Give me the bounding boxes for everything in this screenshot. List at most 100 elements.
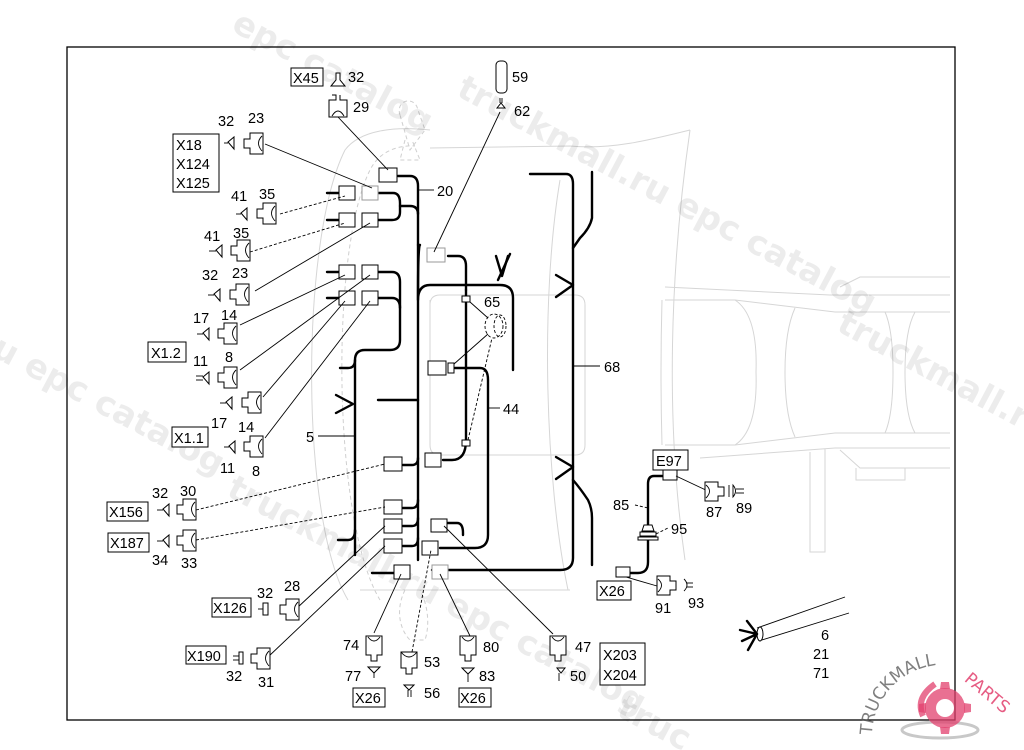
terminal-17-mid [220,395,233,411]
terminal-56 [402,684,416,697]
housing-14-a [217,322,238,345]
terminal-93 [683,578,693,592]
corrugated-tube [738,596,850,652]
callout: 14 [238,420,254,436]
callout: 53 [424,655,440,671]
callout: 8 [252,464,260,480]
housing-23-c [229,283,250,306]
svg-text:u epc catalog: u epc catalog [0,328,232,484]
housing-33 [176,529,197,552]
drawing-frame [66,46,956,721]
callout: 32 [348,70,364,86]
terminal-41-b [209,243,223,259]
callout: 31 [258,675,274,691]
callout: 21 [813,647,829,663]
callout: 8 [225,350,233,366]
housing-35-b [230,239,251,262]
terminal-32-x126 [258,602,269,616]
callout: 32 [218,114,234,130]
callout: 6 [821,628,829,644]
callout: 33 [181,556,197,572]
truckmall-parts-logo: TRUCKMALL PARTS [857,650,1013,740]
callout: 50 [570,669,586,685]
callout: 44 [503,402,519,418]
callout: 87 [706,505,722,521]
callout: 32 [257,586,273,602]
code-x204: X204 [603,668,637,684]
callout: 35 [259,187,275,203]
housing-17-mid [241,391,262,414]
callout: 32 [202,268,218,284]
callout: 35 [233,226,249,242]
code-x45: X45 [293,71,319,87]
housing-14-b [243,435,264,458]
gear-icon [917,681,971,734]
code-x26-c: X26 [599,584,625,600]
callout: 41 [204,229,220,245]
callout: 34 [152,553,168,569]
callout: 74 [343,638,359,654]
code-x18: X18 [176,138,202,154]
code-x1-1: X1.1 [174,431,204,447]
callout: 71 [813,666,829,682]
callout: 23 [232,266,248,282]
callout: 65 [484,295,500,311]
terminal-11-b [224,439,236,455]
callout: 32 [152,486,168,502]
callout: 62 [514,104,530,120]
code-x126: X126 [213,601,247,617]
housing-91 [656,575,677,596]
connector-codes: X45 X18 X124 X125 X1.2 X1.1 X156 X187 X1… [106,67,689,708]
code-x190: X190 [187,649,221,665]
code-x187: X187 [110,536,144,552]
callout: 30 [180,484,196,500]
callout: 59 [512,70,528,86]
callout: 77 [345,669,361,685]
callout: 23 [248,111,264,127]
code-x156: X156 [109,505,143,521]
svg-text:truc: truc [611,688,698,750]
housing-80 [459,635,477,662]
callout: 89 [736,501,752,517]
callout: 14 [221,308,237,324]
part-59 [495,60,508,94]
callout: 95 [671,522,687,538]
terminal-32-x18 [224,135,235,151]
callout: 17 [211,416,227,432]
housing-74 [365,635,383,662]
callout: 47 [575,640,591,656]
svg-text:truckmall.ru epc catalog: truckmall.ru epc catalog [221,468,653,723]
callout: 68 [604,360,620,376]
terminal-32-x156 [157,502,170,518]
leader-lines [195,111,711,658]
callout: 56 [424,686,440,702]
terminal-32-x190 [233,651,244,665]
terminal-34 [157,533,170,549]
callout: 83 [479,669,495,685]
housing-23-x18 [243,132,264,155]
code-x1-2: X1.2 [151,346,181,362]
callout: 11 [193,354,208,370]
code-x203: X203 [603,648,637,664]
terminal-50 [555,667,567,681]
terminal-77 [366,666,382,678]
callout: 93 [688,596,704,612]
callout: 20 [437,184,453,200]
code-x26-a: X26 [355,691,381,707]
terminal-83 [460,667,476,682]
callout: 41 [231,189,247,205]
code-e97: E97 [656,454,682,470]
terminal-17-a [197,326,210,342]
callout: 29 [353,100,369,116]
housing-30 [176,498,197,521]
callout: 17 [193,311,209,327]
terminal-41-a [236,206,248,222]
watermark: epc catalog truckmall.ru epc catalog u e… [0,3,1024,750]
part-glyphs [157,60,850,697]
housing-87 [704,481,725,502]
terminal-11-a [196,370,210,386]
callout: 28 [284,579,300,595]
housing-53 [400,651,418,675]
callout: 85 [613,498,629,514]
terminal-62 [495,98,507,109]
